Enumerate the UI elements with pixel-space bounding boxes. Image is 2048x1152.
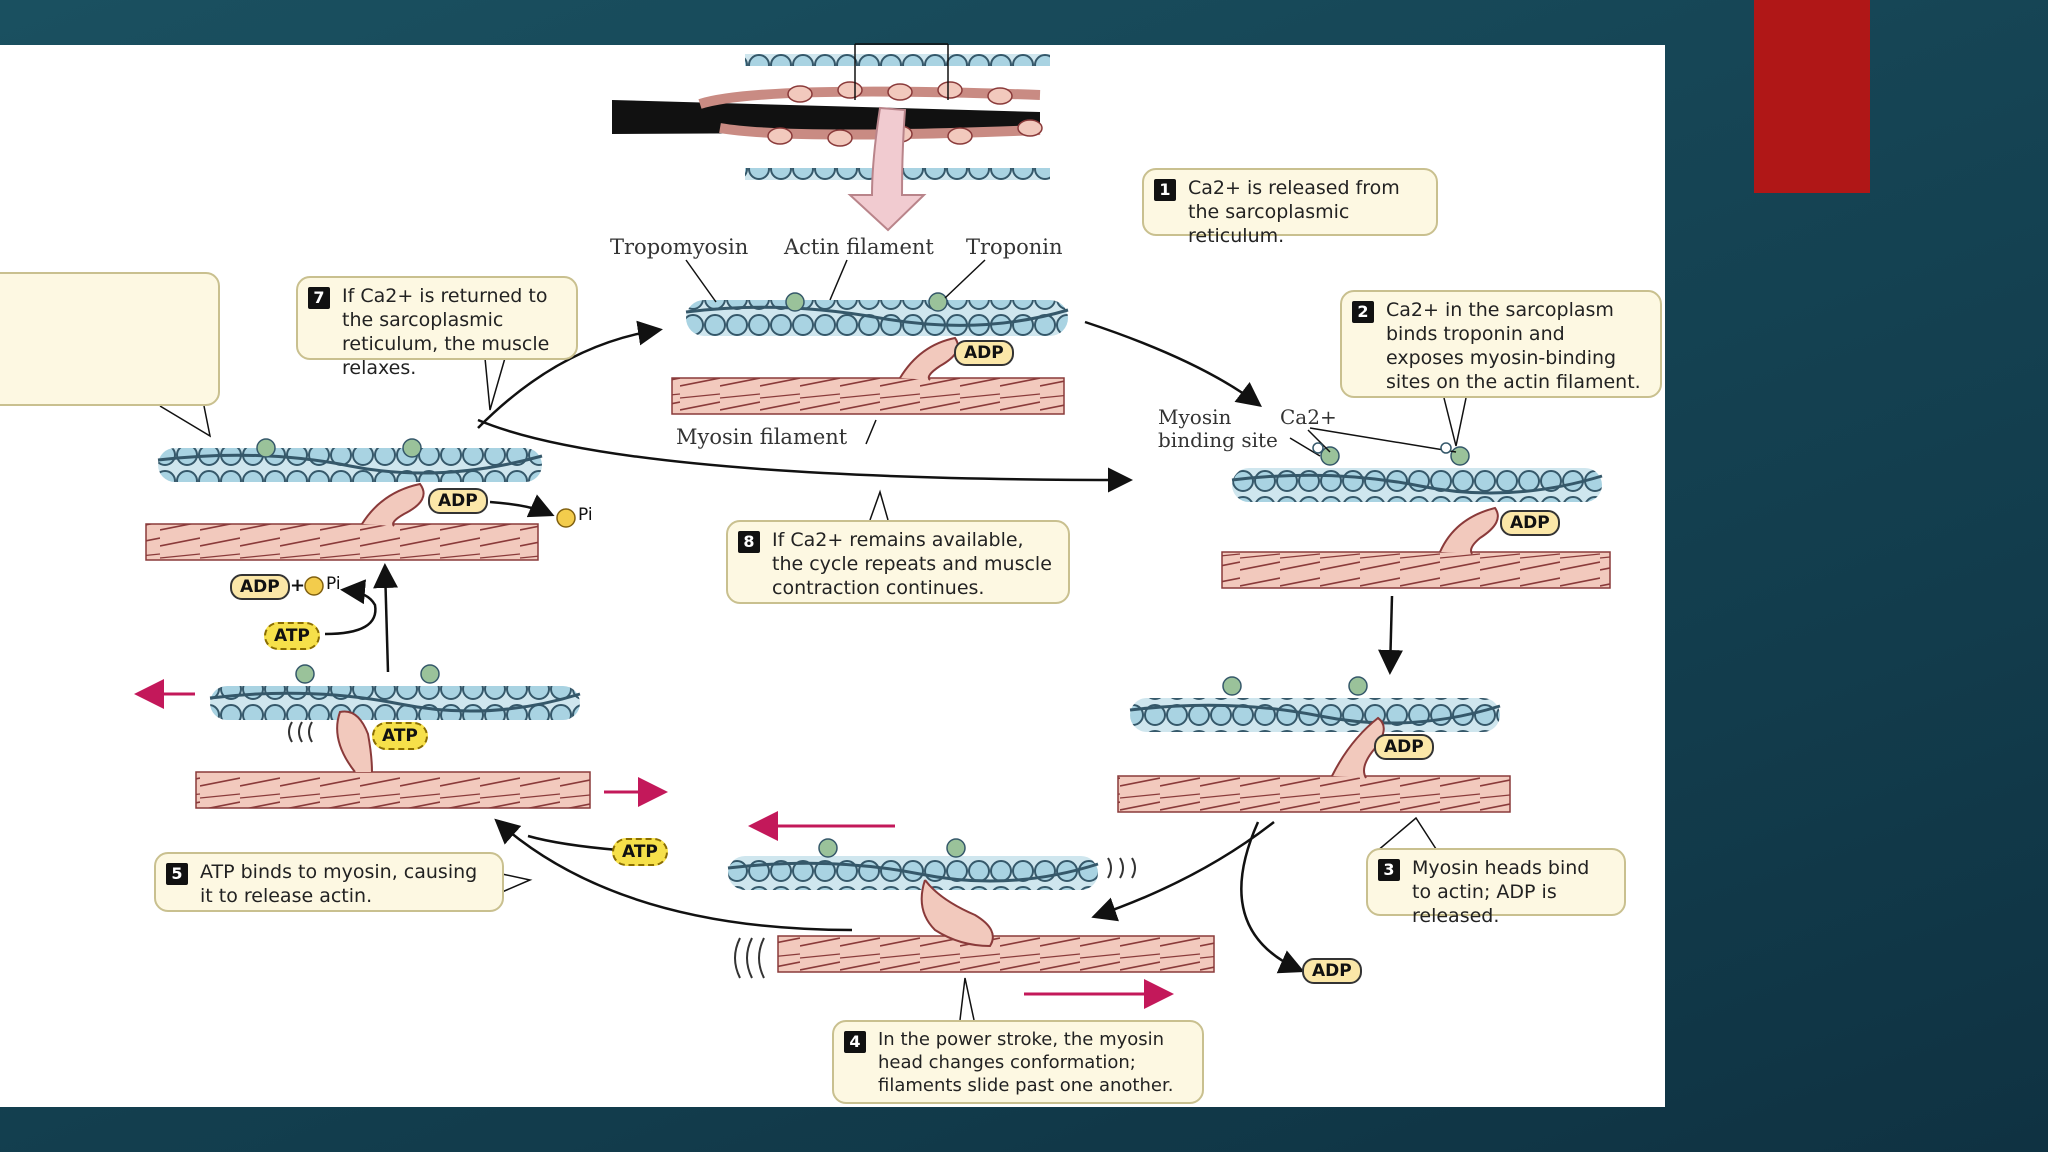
step-8-caption: 8 If Ca2+ remains available, the cycle r… <box>726 520 1070 604</box>
step-7-number: 7 <box>308 287 330 309</box>
label-tropomyosin: Tropomyosin <box>610 235 749 259</box>
pointer-ca-1 <box>1307 429 1331 453</box>
cycle-arrow-atp-in <box>527 834 619 852</box>
step-1-number: 1 <box>1154 179 1176 201</box>
step-8-text: If Ca2+ remains available, the cycle rep… <box>772 529 1052 599</box>
pointer-step5 <box>501 873 533 893</box>
adp-tag-released: ADP <box>1302 958 1362 984</box>
step-2-number: 2 <box>1352 301 1374 323</box>
pointer-myosin-filament <box>865 419 877 445</box>
label-myosin-filament: Myosin filament <box>676 425 848 449</box>
step-8-number: 8 <box>738 531 760 553</box>
actomyosin-unit-step3 <box>1117 676 1511 813</box>
pointer-step3 <box>1375 816 1439 853</box>
pi-dot-step6 <box>304 576 324 596</box>
pointer-tropomyosin <box>685 259 717 303</box>
pointer-step2 <box>1443 397 1467 447</box>
label-actin-filament: Actin filament <box>784 235 934 259</box>
label-troponin: Troponin <box>966 235 1063 259</box>
atp-tag-step5: ATP <box>372 722 428 750</box>
cycle-arrow-to-step5 <box>494 818 853 932</box>
motion-lines-step4-right <box>1107 857 1136 879</box>
adp-tag-hydrolysis: ADP <box>230 574 290 600</box>
cycle-arrow-step5-up <box>373 563 399 673</box>
step-4-caption: 4 In the power stroke, the myosin head c… <box>832 1020 1204 1104</box>
step-2-caption: 2 Ca2+ in the sarcoplasm binds troponin … <box>1340 290 1662 398</box>
sarcomere-illustration <box>612 43 1050 180</box>
step-5-caption: 5 ATP binds to myosin, causing it to rel… <box>154 852 504 912</box>
calcium-dot-1 <box>1312 442 1324 454</box>
step-1-text: Ca2+ is released from the sarcoplasmic r… <box>1188 177 1400 247</box>
cycle-arrow-atp-hydrolysis <box>324 579 377 636</box>
step-4-text: In the power stroke, the myosin head cha… <box>878 1029 1174 1096</box>
actomyosin-unit-step5 <box>195 664 591 809</box>
step-5-text: ATP binds to myosin, causing it to relea… <box>200 861 478 907</box>
actomyosin-unit-relaxed <box>145 438 543 561</box>
pointer-step4 <box>959 977 975 1021</box>
zoom-down-arrow <box>847 106 927 232</box>
adp-tag-step2: ADP <box>1500 510 1560 536</box>
adp-tag-top: ADP <box>954 340 1014 366</box>
step-4-number: 4 <box>844 1031 866 1053</box>
cycle-arrow-repeat <box>477 418 1133 493</box>
label-myosin-binding-site-line1: Myosin <box>1158 405 1232 429</box>
pointer-troponin <box>944 259 986 299</box>
actomyosin-unit-top <box>671 292 1069 415</box>
atp-tag-incoming: ATP <box>612 838 668 866</box>
pointer-ca-2 <box>1309 427 1457 453</box>
actomyosin-unit-step4 <box>727 838 1215 973</box>
pointer-binding-site-1 <box>1289 437 1321 457</box>
label-myosin-binding-site-line2: binding site <box>1158 428 1278 452</box>
cycle-arrow-right-down <box>1378 595 1404 675</box>
step-7-caption: 7 If Ca2+ is returned to the sarcoplasmi… <box>296 276 578 379</box>
step-3-caption: 3 Myosin heads bind to actin; ADP is rel… <box>1366 848 1626 927</box>
adp-tag-relaxed: ADP <box>428 488 488 514</box>
motion-lines-step4-left <box>734 937 765 979</box>
cycle-arrow-adp-release <box>1240 821 1305 974</box>
step-5-number: 5 <box>166 863 188 885</box>
step-7-text: If Ca2+ is returned to the sarcoplasmic … <box>342 285 550 379</box>
pointer-step8 <box>869 489 889 521</box>
adp-tag-step3: ADP <box>1374 734 1434 760</box>
cycle-arrow-to-top <box>477 320 663 429</box>
pointer-actin <box>829 259 848 301</box>
step-6-caption-cropped <box>0 272 220 406</box>
pi-label-hydrolysis: Pi <box>326 574 341 594</box>
step-1-caption: 1 Ca2+ is released from the sarcoplasmic… <box>1142 168 1438 247</box>
pointer-empty-callout <box>159 405 212 438</box>
accent-tab <box>1754 0 1870 193</box>
pi-dot-step7 <box>556 508 576 528</box>
motion-lines-step5 <box>288 721 313 743</box>
label-calcium: Ca2+ <box>1280 405 1337 429</box>
pi-label-relaxed: Pi <box>578 505 593 525</box>
plus-sign: + <box>290 575 306 596</box>
pointer-step7 <box>484 357 506 411</box>
cycle-arrow-pi-release <box>489 494 555 518</box>
cycle-arrow-top-to-right <box>1084 320 1262 408</box>
step-2-text: Ca2+ in the sarcoplasm binds troponin an… <box>1386 299 1641 393</box>
actomyosin-unit-step2 <box>1221 446 1611 589</box>
calcium-dot-2 <box>1440 442 1452 454</box>
atp-tag-hydrolysis: ATP <box>264 622 320 650</box>
step-3-text: Myosin heads bind to actin; ADP is relea… <box>1412 857 1590 927</box>
step-3-number: 3 <box>1378 859 1400 881</box>
cycle-arrow-to-power-stroke <box>1091 821 1275 922</box>
